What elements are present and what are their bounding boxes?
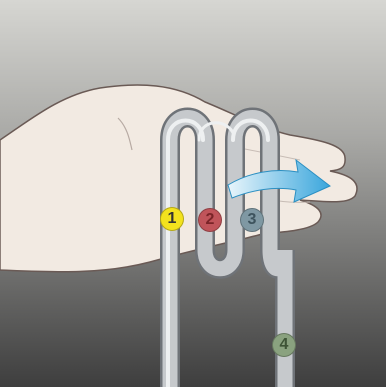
step-badge-2: 2: [198, 208, 222, 232]
step-badge-4: 4: [272, 333, 296, 357]
step-badge-3: 3: [240, 208, 264, 232]
step-badge-1: 1: [160, 207, 184, 231]
